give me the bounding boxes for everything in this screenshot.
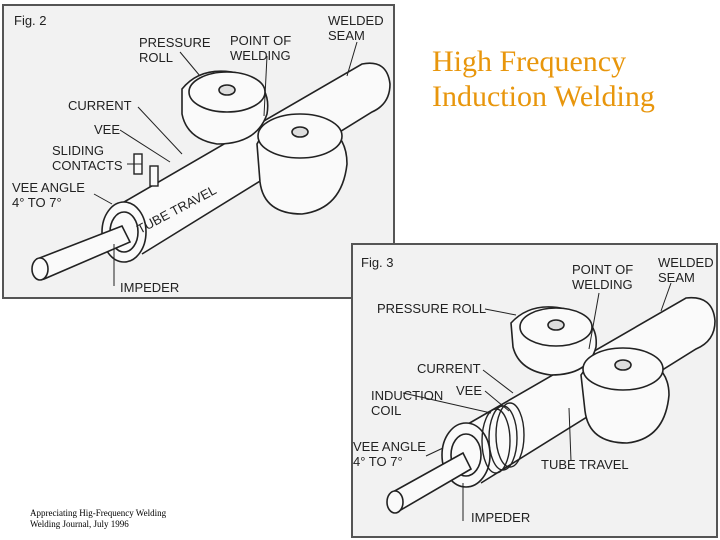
fig3-veeangle-label-1: VEE ANGLE: [353, 439, 426, 454]
fig2-veeangle-label-1: VEE ANGLE: [12, 180, 85, 195]
figure-2-diagram: Fig. 2 PRESSURE ROLL POINT OF WELDING WE…: [2, 4, 395, 299]
source-citation: Appreciating Hig-Frequency Welding Weldi…: [30, 508, 330, 530]
fig2-pressure-roll-back: [181, 70, 269, 145]
figure-2-panel: Fig. 2 PRESSURE ROLL POINT OF WELDING WE…: [2, 4, 395, 299]
fig3-tube-travel-label: TUBE TRAVEL: [541, 457, 629, 472]
slide-title-line-2: Induction Welding: [432, 80, 655, 113]
citation-line-1: Appreciating Hig-Frequency Welding: [30, 508, 167, 518]
fig3-leader-lines: [402, 282, 672, 521]
fig2-impeder-label: IMPEDER: [120, 280, 179, 295]
fig2-point-label-2: WELDING: [230, 48, 291, 63]
fig2-sliding-label-1: SLIDING: [52, 143, 104, 158]
fig2-sliding-label-2: CONTACTS: [52, 158, 123, 173]
citation-line-2: Welding Journal, July 1996: [30, 519, 129, 529]
fig2-current-label: CURRENT: [68, 98, 132, 113]
fig2-point-label-1: POINT OF: [230, 33, 291, 48]
fig3-welded-label-2: SEAM: [658, 270, 695, 285]
fig2-welded-label-2: SEAM: [328, 28, 365, 43]
fig3-pressure-roll-back: [510, 306, 597, 376]
fig3-pressure-roll-label: PRESSURE ROLL: [377, 301, 486, 316]
fig2-welded-label-1: WELDED: [328, 13, 384, 28]
slide-title: High Frequency Induction Welding: [432, 44, 712, 114]
fig2-leader-lines: [93, 41, 358, 286]
fig3-induction-label-2: COIL: [371, 403, 401, 418]
fig2-pressure-label-1: PRESSURE: [139, 35, 211, 50]
fig2-pressure-label-2: ROLL: [139, 50, 173, 65]
fig3-number-label: Fig. 3: [361, 255, 394, 270]
fig2-pressure-roll-front: [256, 113, 348, 215]
fig2-vee-label: VEE: [94, 122, 120, 137]
fig3-welded-label-1: WELDED: [658, 255, 714, 270]
slide-title-line-1: High Frequency: [432, 45, 627, 78]
fig3-current-label: CURRENT: [417, 361, 481, 376]
fig3-impeder-rod: [386, 451, 473, 514]
fig3-induction-label-1: INDUCTION: [371, 388, 443, 403]
fig3-pressure-roll-front: [580, 347, 670, 444]
fig2-impeder-rod: [31, 224, 132, 281]
fig2-number-label: Fig. 2: [14, 13, 47, 28]
figure-3-panel: Fig. 3 WELDED SEAM POINT OF WELDING PRES…: [351, 243, 718, 538]
figure-3-diagram: Fig. 3 WELDED SEAM POINT OF WELDING PRES…: [351, 243, 718, 538]
fig3-point-label-1: POINT OF: [572, 262, 633, 277]
fig2-veeangle-label-2: 4° TO 7°: [12, 195, 62, 210]
fig3-impeder-label: IMPEDER: [471, 510, 530, 525]
fig3-point-label-2: WELDING: [572, 277, 633, 292]
fig3-veeangle-label-2: 4° TO 7°: [353, 454, 403, 469]
fig3-vee-label: VEE: [456, 383, 482, 398]
